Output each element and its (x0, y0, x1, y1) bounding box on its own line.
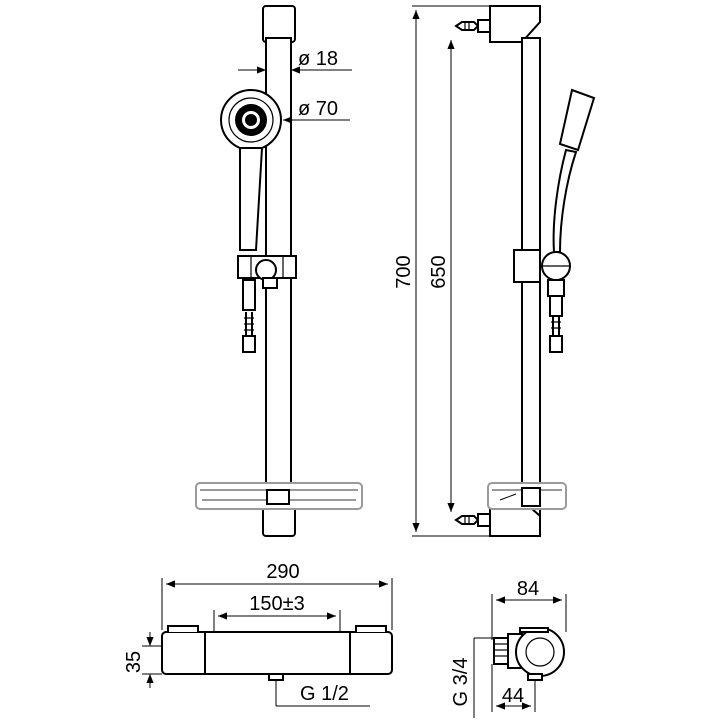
hand-shower (220, 89, 282, 251)
soap-dish (195, 482, 363, 510)
dim-outlet-thread: G 1/2 (275, 680, 370, 707)
label-inlet-thread: G 3/4 (450, 658, 472, 707)
dim-fixing-distance: 650 (428, 40, 455, 512)
mixer-front-view: 290 150±3 35 G 1/2 (123, 561, 393, 707)
bottom-screw (454, 513, 491, 527)
mixer-body (161, 631, 393, 675)
top-screw (454, 19, 491, 33)
label-rail-diameter: ø 18 (298, 48, 338, 70)
mixer-side-view: 84 44 G 3/4 (450, 578, 567, 718)
top-bracket (262, 5, 296, 43)
side-hose (549, 295, 563, 353)
label-total-height: 700 (393, 255, 415, 288)
front-view: ø 18 ø 70 (195, 5, 363, 537)
side-soap-dish (487, 482, 567, 510)
label-outlet-thread: G 1/2 (300, 683, 349, 705)
dim-mixer-depth: 84 (491, 578, 567, 640)
side-top-bracket (489, 5, 541, 43)
hose (242, 279, 256, 353)
slider (237, 255, 297, 289)
label-wall-offset: 44 (502, 685, 524, 707)
side-view: 700 650 (393, 5, 596, 537)
label-mixer-depth: 84 (517, 578, 539, 600)
dim-inlet-centres: 150±3 (213, 593, 341, 632)
dim-wall-offset: 44 (491, 664, 536, 712)
label-fixing-distance: 650 (428, 255, 450, 288)
mixer-side-body (493, 627, 565, 681)
dim-total-height: 700 (393, 5, 500, 537)
dim-handshower-diameter: ø 70 (283, 98, 350, 124)
dim-mixer-height: 35 (123, 632, 162, 688)
label-mixer-width: 290 (266, 561, 299, 583)
label-inlet-centres: 150±3 (249, 593, 304, 615)
side-hand-shower (552, 88, 596, 253)
label-mixer-height: 35 (123, 651, 145, 673)
dim-rail-diameter: ø 18 (238, 48, 352, 74)
label-handshower-diameter: ø 70 (298, 98, 338, 120)
dim-inlet-thread: G 3/4 (450, 637, 494, 718)
dim-mixer-width: 290 (161, 561, 393, 630)
side-slider (513, 249, 571, 297)
